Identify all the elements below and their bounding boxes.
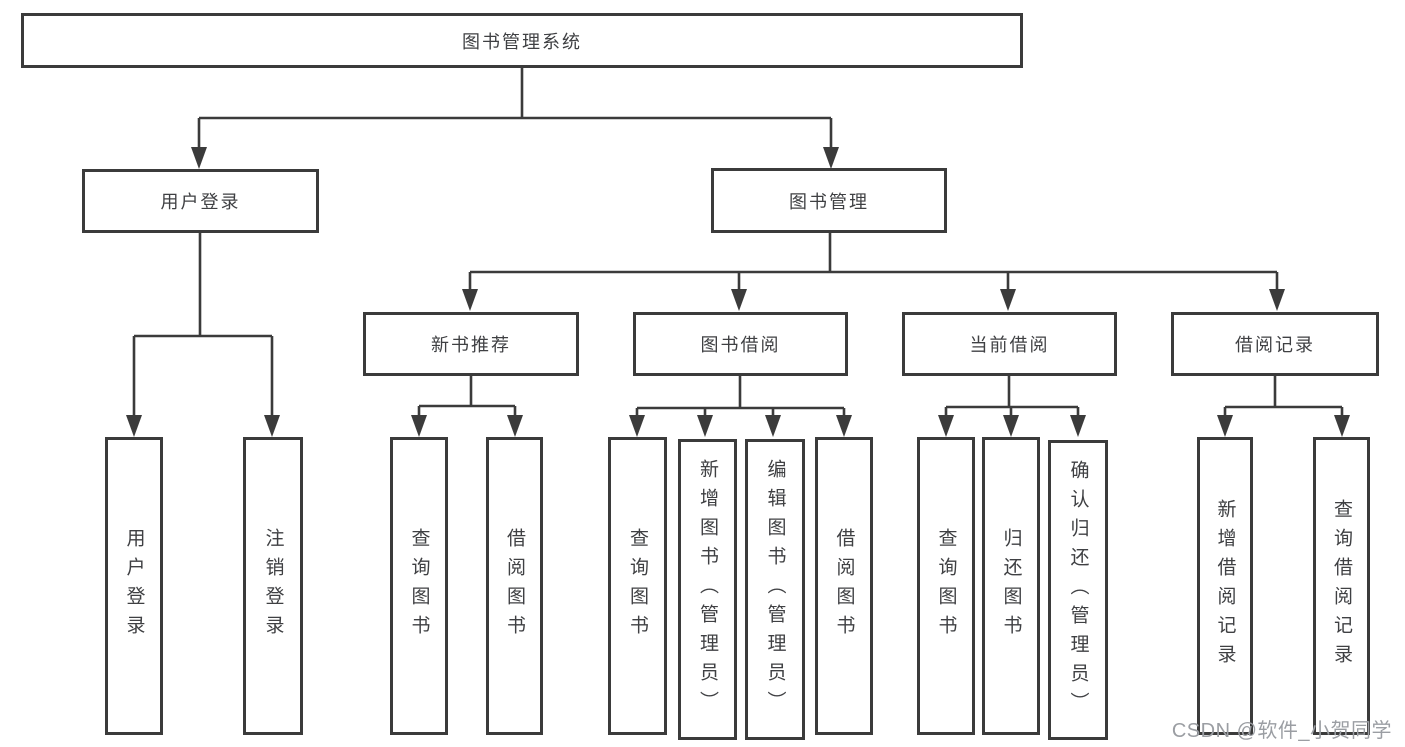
arrowhead (1003, 415, 1019, 437)
arrowhead (836, 415, 852, 437)
node-library-system: 图书管理系统 (21, 13, 1023, 68)
node-new-book-recommend: 新书推荐 (363, 312, 579, 376)
node-label: 用户登录 (123, 528, 145, 644)
node-label: 新书推荐 (431, 335, 511, 355)
node-leaf-query-books: 查询图书 (390, 437, 448, 735)
node-leaf-edit-books-admin: 编辑图书（管理员） (745, 439, 805, 740)
node-label: 归还图书 (1000, 528, 1022, 644)
node-label: 图书借阅 (700, 335, 781, 355)
arrowhead (411, 415, 427, 437)
csdn-watermark: CSDN @软件_小贺同学 (1171, 720, 1392, 742)
arrowhead (1269, 289, 1285, 311)
node-leaf-add-books-admin: 新增图书（管理员） (678, 439, 737, 740)
node-label: 确认归还（管理员） (1067, 459, 1089, 721)
node-label: 图书管理 (789, 191, 869, 212)
arrowhead (1070, 415, 1086, 437)
node-current-borrow: 当前借阅 (902, 312, 1117, 376)
node-label: 用户登录 (160, 192, 241, 212)
arrowhead (731, 289, 747, 311)
arrowhead (697, 415, 713, 437)
node-leaf-borrow-books: 借阅图书 (486, 437, 543, 735)
node-borrow-records: 借阅记录 (1171, 312, 1379, 376)
node-leaf-query-books: 查询图书 (608, 437, 667, 735)
arrowhead (629, 415, 645, 437)
node-leaf-query-borrow-record: 查询借阅记录 (1313, 437, 1370, 735)
node-label: 注销登录 (262, 528, 284, 644)
node-label: 查询图书 (408, 528, 430, 644)
arrowhead (938, 415, 954, 437)
node-label: 当前借阅 (969, 335, 1050, 355)
node-leaf-confirm-return-admin: 确认归还（管理员） (1048, 440, 1108, 740)
node-leaf-borrow-books: 借阅图书 (815, 437, 873, 735)
arrowhead (264, 415, 280, 437)
node-label: 查询借阅记录 (1331, 499, 1352, 673)
node-label: 新增借阅记录 (1214, 499, 1236, 673)
node-leaf-user-login: 用户登录 (105, 437, 163, 735)
node-leaf-add-borrow-record: 新增借阅记录 (1197, 437, 1253, 735)
arrowhead (823, 147, 839, 169)
node-label: 图书管理系统 (462, 31, 582, 52)
arrowhead (765, 415, 781, 437)
node-label: 借阅记录 (1235, 335, 1315, 355)
arrowhead (462, 289, 478, 311)
arrowhead (1000, 289, 1016, 311)
node-label: 查询图书 (627, 528, 648, 644)
arrowhead (191, 147, 207, 169)
node-leaf-return-books: 归还图书 (982, 437, 1040, 735)
arrowhead (1217, 415, 1233, 437)
arrowhead (126, 415, 142, 437)
node-leaf-logout: 注销登录 (243, 437, 303, 735)
arrowhead (1334, 415, 1350, 437)
node-book-management: 图书管理 (711, 168, 947, 233)
node-label: 新增图书（管理员） (697, 459, 718, 720)
node-leaf-query-books: 查询图书 (917, 437, 975, 735)
node-label: 编辑图书（管理员） (764, 459, 786, 720)
node-label: 借阅图书 (504, 528, 525, 644)
node-book-borrow: 图书借阅 (633, 312, 848, 376)
arrowhead (507, 415, 523, 437)
node-label: 查询图书 (935, 528, 957, 644)
node-user-login: 用户登录 (82, 169, 319, 233)
node-label: 借阅图书 (833, 528, 855, 644)
